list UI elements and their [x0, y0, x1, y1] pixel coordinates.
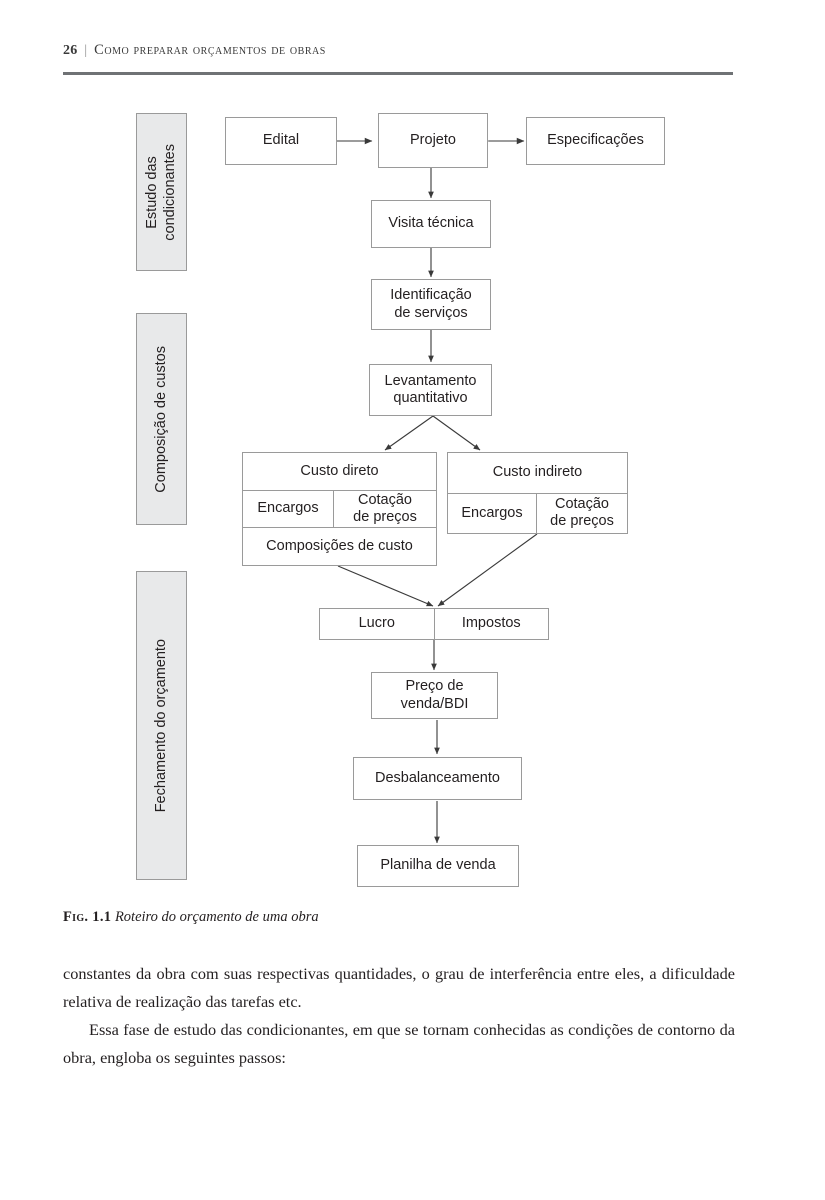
custo-indireto-header-row: Custo indireto	[448, 453, 627, 493]
custo-indireto-cotacao-de-precos: Cotação de preços	[536, 493, 627, 533]
custo-direto-composicoes-de-custo: Composições de custo	[266, 537, 413, 554]
node-planilha-de-venda: Planilha de venda	[357, 845, 519, 887]
figure-flowchart: Estudo das condicionantes Composição de …	[136, 113, 665, 887]
node-custo-direto: Custo direto Encargos Cotação de preços …	[242, 452, 437, 566]
node-desbalanceamento: Desbalanceamento	[353, 757, 522, 800]
side-label-text: Estudo das condicionantes	[144, 143, 179, 241]
node-lucro: Lucro	[358, 615, 395, 632]
side-label-composicao-de-custos: Composição de custos	[136, 313, 187, 525]
custo-indireto-encargos: Encargos	[461, 504, 523, 521]
side-label-estudo-das-condicionantes: Estudo das condicionantes	[136, 113, 187, 271]
node-visita-tecnica: Visita técnica	[371, 200, 491, 248]
custo-direto-bottom-row: Composições de custo	[243, 527, 436, 565]
node-projeto: Projeto	[378, 113, 488, 168]
side-label-text: Fechamento do orçamento	[153, 638, 170, 813]
figure-caption: Fig. 1.1 Roteiro do orçamento de uma obr…	[63, 909, 663, 926]
node-preco-de-venda-bdi: Preço de venda/BDI	[371, 672, 498, 719]
body-paragraph-1: constantes da obra com suas respectivas …	[63, 964, 735, 1012]
custo-indireto-mid-row: Encargos Cotação de preços	[448, 492, 627, 533]
node-custo-indireto: Custo indireto Encargos Cotação de preço…	[447, 452, 628, 534]
custo-direto-cotacao-de-precos: Cotação de preços	[333, 490, 436, 528]
custo-direto-mid-row: Encargos Cotação de preços	[243, 489, 436, 528]
header-rule	[63, 72, 733, 75]
node-impostos: Impostos	[433, 609, 549, 639]
page-number: 26	[63, 43, 78, 58]
body-paragraph-2: Essa fase de estudo das condicionantes, …	[63, 1020, 735, 1068]
body-text: constantes da obra com suas respectivas …	[63, 960, 735, 1072]
custo-indireto-title: Custo indireto	[492, 464, 583, 481]
figure-caption-text: Roteiro do orçamento de uma obra	[114, 909, 319, 925]
running-head-title: Como preparar orçamentos de obras	[94, 42, 326, 58]
running-head: 26 | Como preparar orçamentos de obras	[63, 42, 753, 59]
custo-direto-encargos: Encargos	[257, 500, 319, 517]
custo-direto-title: Custo direto	[300, 462, 379, 479]
header-separator: |	[84, 42, 88, 57]
node-lucro-impostos: Lucro Impostos	[319, 608, 549, 640]
node-identificacao-de-servicos: Identificação de serviços	[371, 279, 491, 330]
side-label-text: Composição de custos	[153, 345, 170, 493]
side-label-fechamento-do-orcamento: Fechamento do orçamento	[136, 571, 187, 880]
lucro-impostos-row: Lucro Impostos	[320, 609, 548, 639]
node-especificacoes: Especificações	[526, 117, 665, 165]
custo-direto-header-row: Custo direto	[243, 453, 436, 490]
node-levantamento-quantitativo: Levantamento quantitativo	[369, 364, 492, 416]
figure-caption-label: Fig. 1.1	[63, 909, 112, 925]
node-edital: Edital	[225, 117, 337, 165]
